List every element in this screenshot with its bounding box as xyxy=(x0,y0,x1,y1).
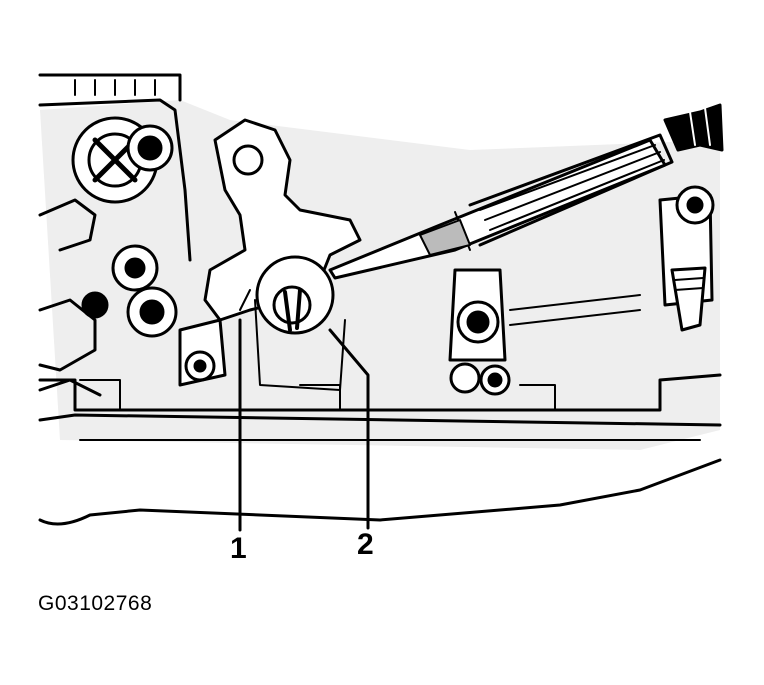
detent-cam xyxy=(254,255,346,391)
callout-2: 2 xyxy=(357,528,374,561)
bolt-center xyxy=(448,268,641,396)
leader-line-2 xyxy=(328,328,370,530)
arrow-icon xyxy=(663,103,724,152)
screwdriver-tool xyxy=(328,133,674,280)
bolt-right xyxy=(658,185,715,332)
bolt-cluster-left xyxy=(81,244,227,387)
slotted-bolt-upper-left xyxy=(71,116,174,204)
figure-id: G03102768 xyxy=(38,592,153,615)
callout-1: 1 xyxy=(230,532,247,565)
leader-lines xyxy=(238,318,370,532)
